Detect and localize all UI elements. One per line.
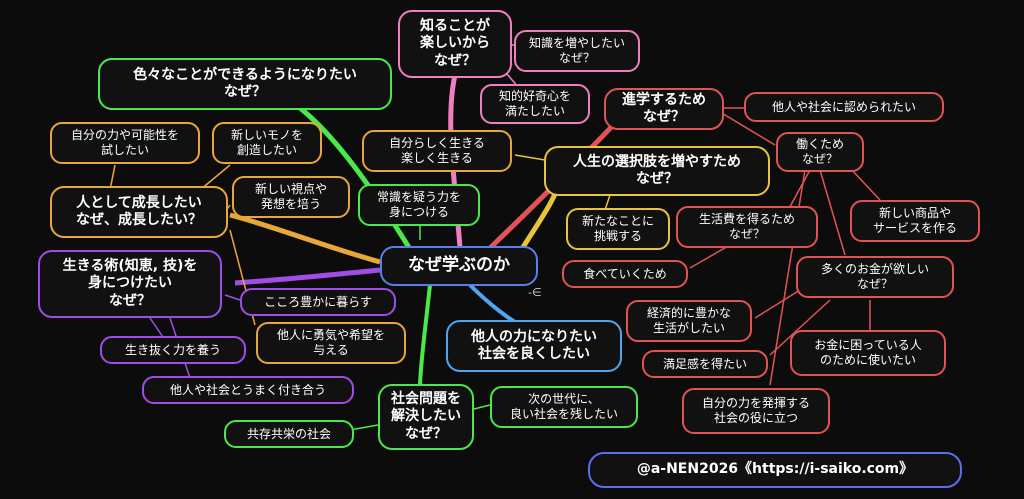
line-orange-1 [109, 164, 116, 191]
line-purple-1 [224, 294, 241, 301]
node-new-product[interactable]: 新しい商品や サービスを作る [850, 200, 980, 242]
node-get-along[interactable]: 他人や社会とうまく付き合う [142, 376, 354, 404]
node-question-common[interactable]: 常識を疑う力を 身につける [358, 184, 480, 226]
node-social-issue[interactable]: 社会問題を 解決したい なぜ？ [378, 384, 474, 450]
node-eat[interactable]: 食べていくため [562, 260, 688, 288]
node-various-things[interactable]: 色々なことができるようになりたい なぜ？ [98, 58, 392, 110]
branch-orange [229, 212, 381, 265]
node-next-gen[interactable]: 次の世代に、 良い社会を残したい [490, 386, 638, 428]
node-satisfaction[interactable]: 満足感を得たい [642, 350, 768, 378]
node-know-fun[interactable]: 知ることが 楽しいから なぜ？ [398, 10, 512, 78]
node-skills[interactable]: 生きる術(知恵, 技)を 身につけたい なぜ？ [38, 250, 222, 318]
node-use-ability[interactable]: 自分の力を発揮する 社会の役に立つ [682, 388, 830, 434]
center-topic[interactable]: なぜ学ぶのか [380, 246, 538, 286]
node-coexist[interactable]: 共存共栄の社会 [224, 420, 354, 448]
line-yellow-1 [514, 154, 546, 161]
node-increase-knowledge[interactable]: 知識を増やしたい なぜ？ [514, 30, 640, 72]
node-work[interactable]: 働くため なぜ？ [776, 132, 864, 172]
node-create-new[interactable]: 新しいモノを 創造したい [212, 122, 322, 164]
node-curiosity[interactable]: 知的好奇心を 満たしたい [480, 84, 590, 124]
node-recognized[interactable]: 他人や社会に認められたい [744, 92, 944, 122]
node-try-potential[interactable]: 自分の力や可能性を 試したい [50, 122, 200, 164]
node-grow[interactable]: 人として成長したい なぜ、成長したい？ [50, 186, 228, 238]
node-live-myself[interactable]: 自分らしく生きる 楽しく生きる [362, 130, 512, 172]
line-red-7 [689, 244, 731, 269]
node-go-school[interactable]: 進学するため なぜ？ [604, 88, 724, 130]
node-choices[interactable]: 人生の選択肢を増やすため なぜ？ [544, 146, 770, 196]
line-red-4 [819, 169, 846, 256]
line-green-2 [349, 424, 379, 431]
node-help-poor[interactable]: お金に困っている人 のために使いたい [790, 330, 946, 376]
branch-green [298, 106, 421, 264]
node-much-money[interactable]: 多くのお金が欲しい なぜ？ [796, 256, 954, 298]
line-orange-2 [199, 164, 231, 191]
node-living-cost[interactable]: 生活費を得るため なぜ？ [676, 206, 818, 248]
line-red-5 [849, 167, 881, 201]
node-new-view[interactable]: 新しい視点や 発想を培う [232, 176, 350, 218]
node-rich-life[interactable]: 経済的に豊かな 生活がしたい [626, 300, 752, 342]
branch-green-low [418, 284, 432, 389]
line-red-9 [769, 299, 831, 356]
line-red-2 [719, 111, 776, 146]
line-yellow-2 [604, 194, 611, 211]
small-mark: -∈ [528, 286, 542, 299]
node-rich-heart[interactable]: こころ豊かに暮らす [240, 288, 396, 316]
node-survive[interactable]: 生き抜く力を養う [100, 336, 246, 364]
node-help-others[interactable]: 他人の力になりたい 社会を良くしたい [446, 320, 622, 372]
node-courage[interactable]: 他人に勇気や希望を 与える [256, 322, 406, 364]
branch-purple [234, 267, 381, 286]
node-new-challenge[interactable]: 新たなことに 挑戦する [566, 208, 670, 250]
line-red-8 [754, 289, 801, 319]
credit-banner[interactable]: @a-NEN2026《https://i-saiko.com》 [588, 452, 962, 488]
